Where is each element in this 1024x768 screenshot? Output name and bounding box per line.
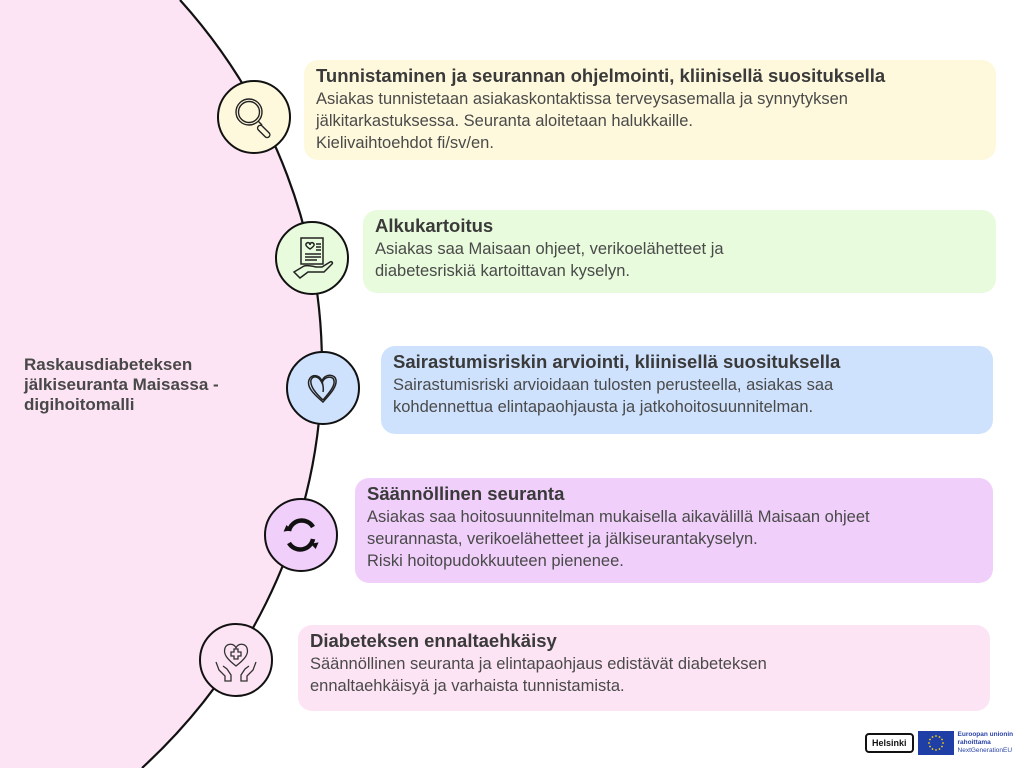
funding-logos: Helsinki Euroopan unionin rahoittama Nex… [865, 731, 1013, 755]
step-2-card: Alkukartoitus Asiakas saa Maisaan ohjeet… [363, 210, 996, 293]
eu-flag-icon [917, 731, 954, 755]
eu-funding-text: Euroopan unionin rahoittama NextGenerati… [958, 731, 1014, 755]
step-5-node [199, 623, 273, 697]
step-3-card: Sairastumisriskin arviointi, kliinisellä… [381, 346, 993, 434]
step-3-body: Sairastumisriski arvioidaan tulosten per… [393, 376, 834, 416]
step-1-node [217, 80, 291, 154]
eu-line-1: Euroopan unionin [957, 731, 1014, 738]
heart-care-hands-icon [215, 643, 257, 682]
document-in-hand-icon [292, 237, 334, 279]
step-4-title: Säännöllinen seuranta [367, 483, 565, 504]
step-4-body: Asiakas saa hoitosuunnitelman mukaisella… [367, 508, 870, 570]
helsinki-logo: Helsinki [865, 733, 914, 753]
step-1-card: Tunnistaminen ja seurannan ohjelmointi, … [304, 60, 996, 160]
step-2-title: Alkukartoitus [375, 215, 494, 236]
heart-icon [307, 374, 337, 404]
step-4-card: Säännöllinen seuranta Asiakas saa hoitos… [355, 478, 993, 583]
step-1-title: Tunnistaminen ja seurannan ohjelmointi, … [316, 65, 886, 86]
eu-line-2: rahoittama [957, 739, 991, 746]
diagram-title: Raskausdiabeteksen jälkiseuranta Maisass… [24, 355, 219, 414]
eu-line-3: NextGenerationEU [957, 747, 1013, 754]
step-5-title: Diabeteksen ennaltaehkäisy [310, 630, 557, 651]
refresh-cycle-icon [283, 518, 319, 552]
step-3-node [286, 351, 360, 425]
step-4-node [264, 498, 338, 572]
step-2-body: Asiakas saa Maisaan ohjeet, verikoelähet… [375, 240, 724, 280]
step-5-body: Säännöllinen seuranta ja elintapaohjaus … [310, 655, 767, 695]
step-2-node [275, 221, 349, 295]
step-5-card: Diabeteksen ennaltaehkäisy Säännöllinen … [298, 625, 990, 711]
magnifier-icon [235, 98, 271, 139]
step-1-body: Asiakas tunnistetaan asiakaskontaktissa … [316, 90, 848, 152]
step-3-title: Sairastumisriskin arviointi, kliinisellä… [393, 351, 841, 372]
